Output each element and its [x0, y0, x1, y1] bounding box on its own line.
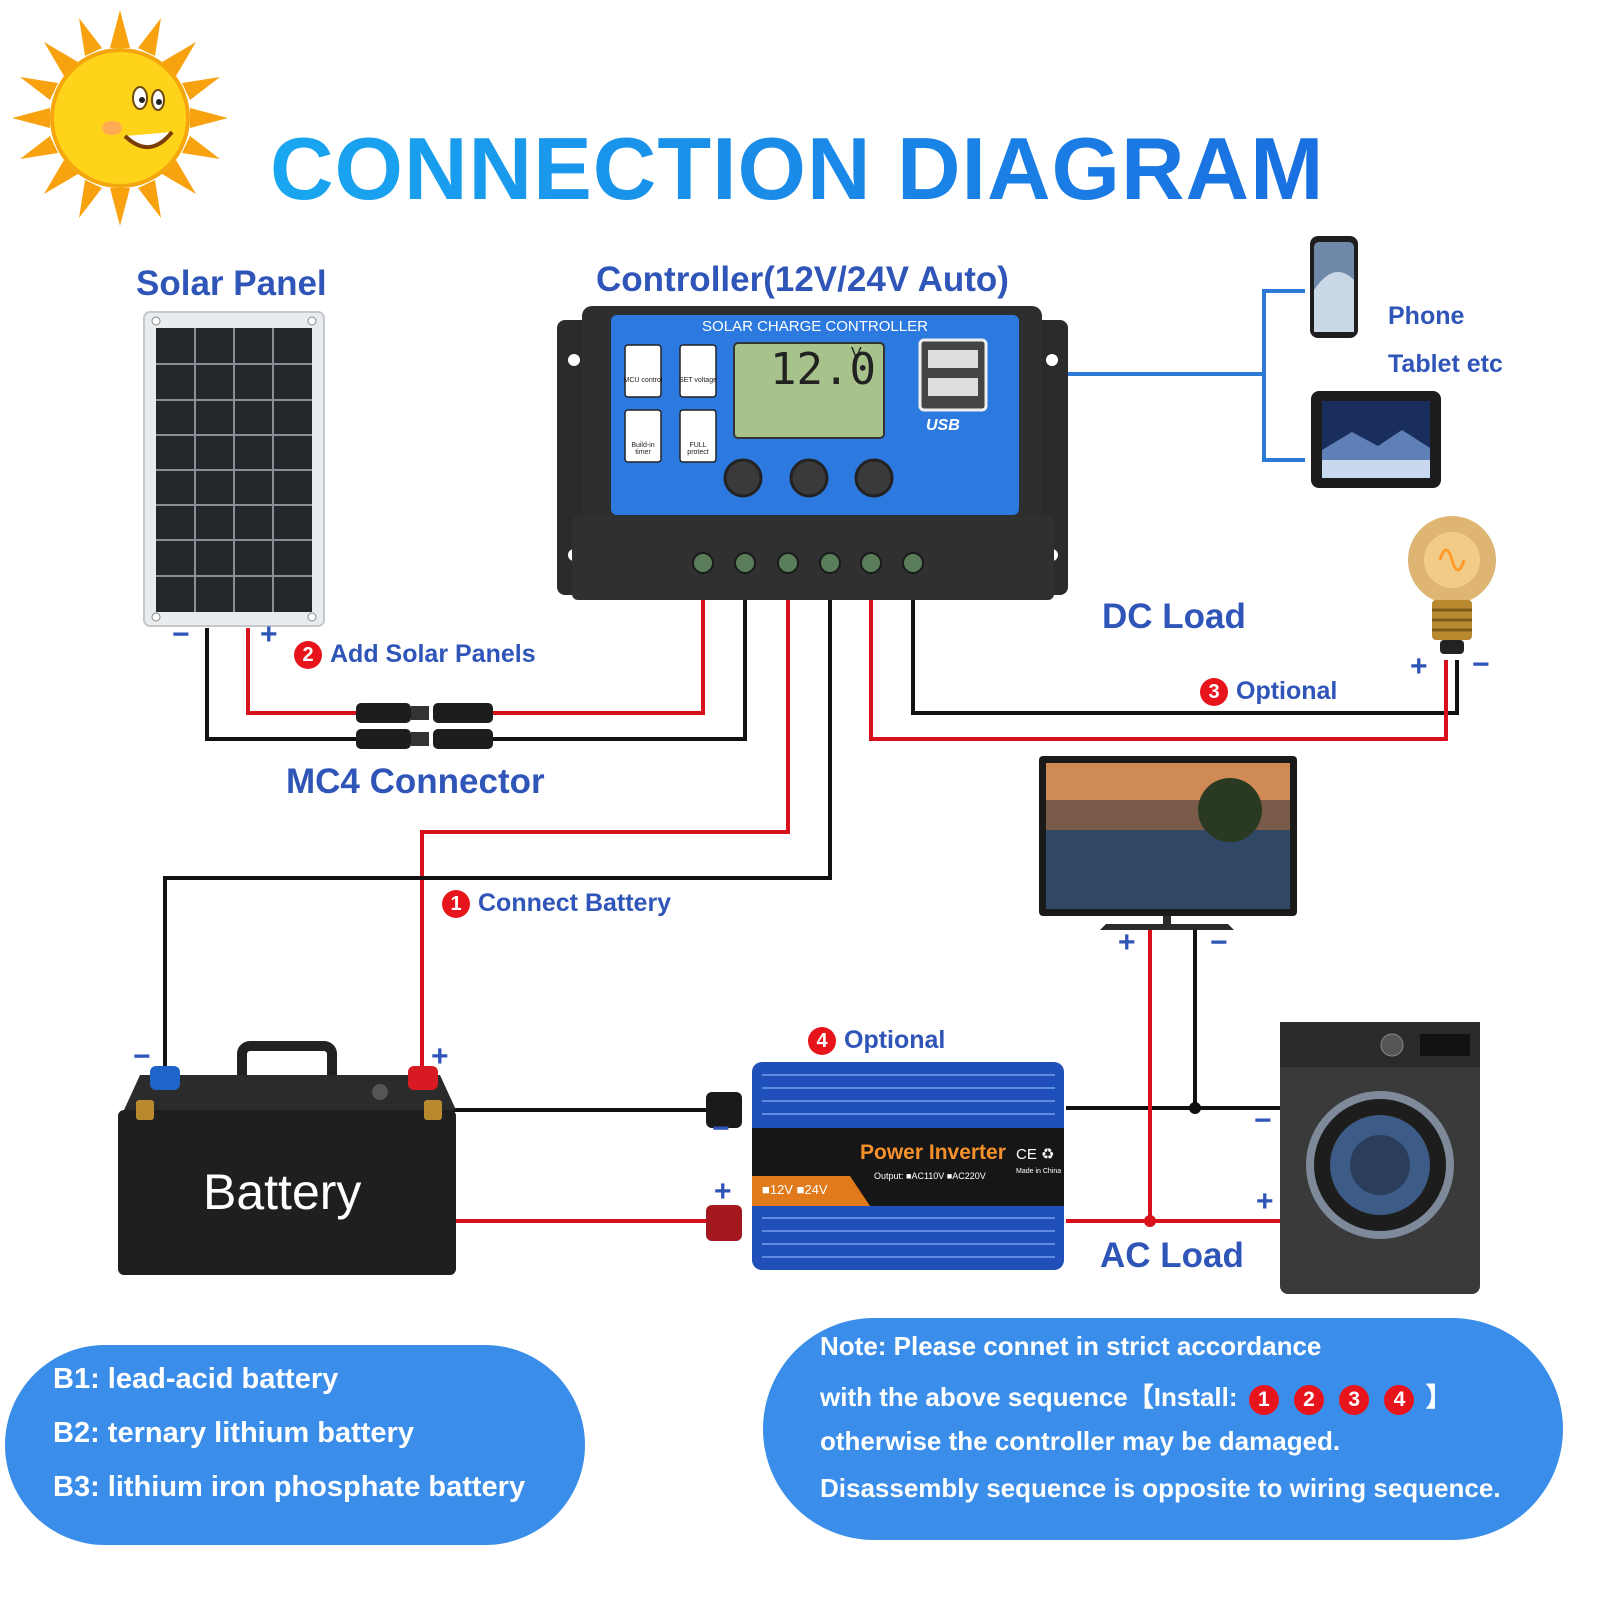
- charge-controller-image: [557, 306, 1068, 600]
- step-3-badge: 3: [1200, 678, 1228, 707]
- battery-label: Battery: [203, 1164, 362, 1220]
- washer-plus: +: [1256, 1185, 1274, 1218]
- tablet-image: [1311, 391, 1441, 488]
- note-box: Note: Please connet in strict accordance…: [763, 1318, 1563, 1540]
- battery-type-b3: B3: lithium iron phosphate battery: [53, 1471, 526, 1503]
- controller-display: 12.0: [770, 344, 876, 395]
- solar-panel-label: Solar Panel: [136, 264, 327, 303]
- note-step-1-badge: 1: [1248, 1385, 1279, 1415]
- battery-minus: −: [133, 1040, 151, 1073]
- phone-image: [1310, 236, 1358, 338]
- note-line-2: with the above sequence【Install: 1 2 3 4…: [820, 1377, 1452, 1415]
- step-1-label: 1 Connect Battery: [442, 889, 672, 919]
- step-4-text: Optional: [844, 1026, 946, 1054]
- solar-plus: +: [260, 618, 278, 651]
- mcu-control-icon: MCU control: [623, 377, 663, 384]
- inverter-voltages: ■12V ■24V: [762, 1182, 828, 1197]
- usb-icon: USB: [926, 417, 960, 434]
- controller-label: Controller(12V/24V Auto): [596, 260, 1009, 299]
- battery-plus: +: [431, 1040, 449, 1073]
- ac-load-label: AC Load: [1100, 1236, 1244, 1275]
- note-line-2-suffix: 】: [1425, 1382, 1452, 1412]
- battery-types-box: B1: lead-acid battery B2: ternary lithiu…: [5, 1345, 585, 1545]
- step-3-text: Optional: [1236, 677, 1338, 705]
- timer-icon: Build-in timer: [631, 442, 655, 456]
- battery-image: [118, 1041, 456, 1275]
- page-title: CONNECTION DIAGRAM: [270, 119, 1325, 218]
- inverter-minus: −: [712, 1112, 730, 1145]
- wires: [163, 289, 1459, 1223]
- step-1-text: Connect Battery: [478, 889, 672, 917]
- controller-header: SOLAR CHARGE CONTROLLER: [702, 318, 928, 335]
- sun-icon: [12, 10, 228, 226]
- step-2-text: Add Solar Panels: [330, 640, 536, 668]
- tv-minus: −: [1210, 926, 1228, 959]
- washer-minus: −: [1254, 1104, 1272, 1137]
- inverter-plus: +: [714, 1175, 732, 1208]
- washing-machine-image: [1280, 1022, 1480, 1294]
- note-step-4-badge: 4: [1384, 1385, 1415, 1415]
- phone-label: Phone: [1388, 302, 1465, 330]
- set-voltage-icon: SET voltage: [678, 377, 717, 384]
- note-line-4: Disassembly sequence is opposite to wiri…: [820, 1473, 1501, 1503]
- mc4-connector-image: [356, 703, 493, 749]
- note-step-2-badge: 2: [1294, 1385, 1325, 1415]
- step-4-label: 4 Optional: [808, 1026, 946, 1056]
- light-bulb-image: [1408, 516, 1496, 654]
- step-1-badge: 1: [442, 890, 470, 919]
- tv-image: [1039, 756, 1297, 930]
- note-line-1: Note: Please connet in strict accordance: [820, 1331, 1322, 1361]
- tablet-label: Tablet etc: [1388, 350, 1503, 378]
- power-inverter-image: [706, 1062, 1064, 1270]
- step-4-badge: 4: [808, 1027, 836, 1056]
- battery-type-b2: B2: ternary lithium battery: [53, 1417, 414, 1449]
- inverter-name: Power Inverter: [860, 1141, 1006, 1164]
- step-2-label: 2 Add Solar Panels: [294, 640, 536, 670]
- battery-type-b1: B1: lead-acid battery: [53, 1363, 339, 1395]
- controller-display-unit: V: [851, 345, 862, 362]
- full-protect-icon: FULL protect: [687, 442, 709, 456]
- bulb-plus: +: [1410, 650, 1428, 683]
- dc-load-label: DC Load: [1102, 597, 1246, 636]
- solar-panel-image: [143, 311, 325, 627]
- bulb-minus: −: [1472, 648, 1490, 681]
- tv-plus: +: [1118, 926, 1136, 959]
- mc4-connector-label: MC4 Connector: [286, 762, 545, 801]
- inverter-made: Made in China: [1016, 1168, 1062, 1175]
- note-line-2-prefix: with the above sequence【Install:: [820, 1382, 1238, 1412]
- inverter-marks: CE ♻: [1016, 1146, 1055, 1163]
- step-3-label: 3 Optional: [1200, 677, 1338, 707]
- step-2-badge: 2: [294, 641, 322, 670]
- note-line-3: otherwise the controller may be damaged.: [820, 1426, 1341, 1456]
- note-step-3-badge: 3: [1339, 1385, 1370, 1415]
- solar-minus: −: [172, 618, 190, 651]
- inverter-output: Output: ■AC110V ■AC220V: [874, 1171, 986, 1181]
